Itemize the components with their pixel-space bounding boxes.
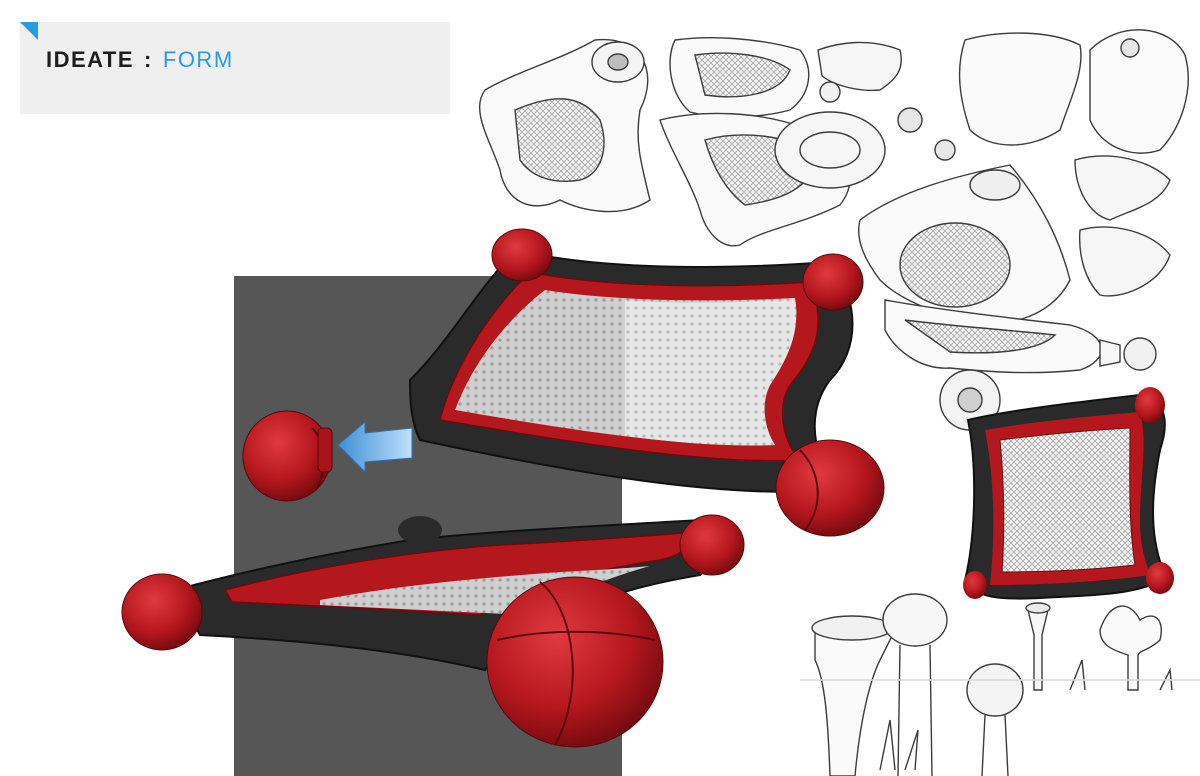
title-card: IDEATE: FORM	[20, 22, 450, 114]
title-strong: IDEATE	[46, 47, 135, 72]
product-render-bottom	[121, 514, 745, 748]
product-render-top	[242, 228, 885, 537]
product-render-square	[963, 387, 1174, 600]
page-title: IDEATE: FORM	[46, 47, 234, 73]
title-separator: :	[144, 47, 153, 72]
concept-sketches	[479, 29, 1189, 431]
title-light: FORM	[162, 47, 234, 72]
stand-sketches	[800, 593, 1200, 776]
